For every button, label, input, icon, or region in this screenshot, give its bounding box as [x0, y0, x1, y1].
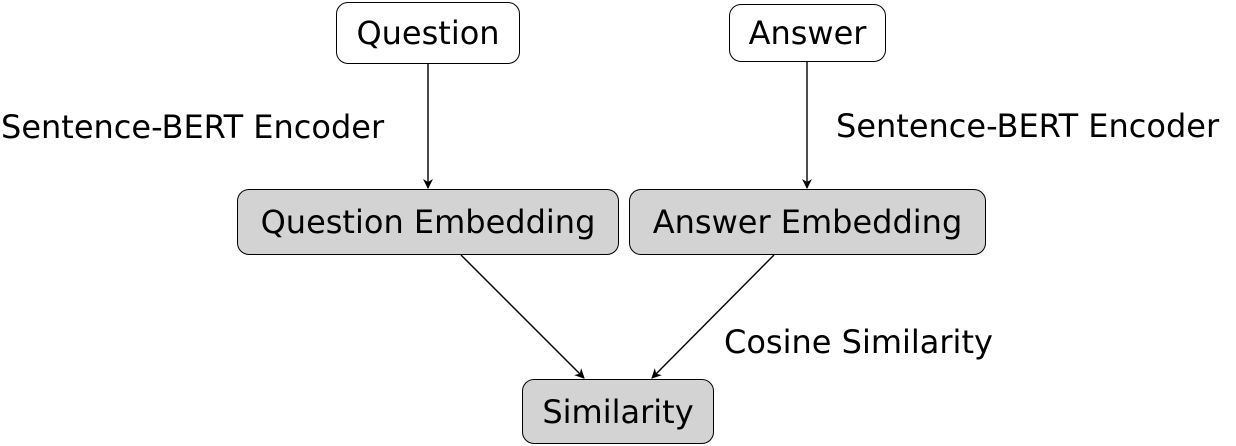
- question-node: Question: [336, 2, 520, 64]
- question-embedding-node-label: Question Embedding: [260, 203, 596, 241]
- answer-embedding-node: Answer Embedding: [629, 189, 986, 255]
- answer-encoder-label: Sentence-BERT Encoder: [836, 107, 1220, 145]
- question-embedding-node: Question Embedding: [237, 189, 619, 255]
- answer-embedding-node-label: Answer Embedding: [652, 203, 963, 241]
- answer-node-label: Answer: [748, 14, 867, 52]
- question-encoder-label: Sentence-BERT Encoder: [1, 108, 385, 146]
- similarity-node-label: Similarity: [542, 392, 694, 431]
- edge-question-embedding-to-similarity: [460, 254, 585, 379]
- question-node-label: Question: [356, 14, 500, 52]
- cosine-similarity-label: Cosine Similarity: [724, 323, 993, 361]
- answer-node: Answer: [729, 4, 886, 62]
- similarity-node: Similarity: [522, 379, 714, 444]
